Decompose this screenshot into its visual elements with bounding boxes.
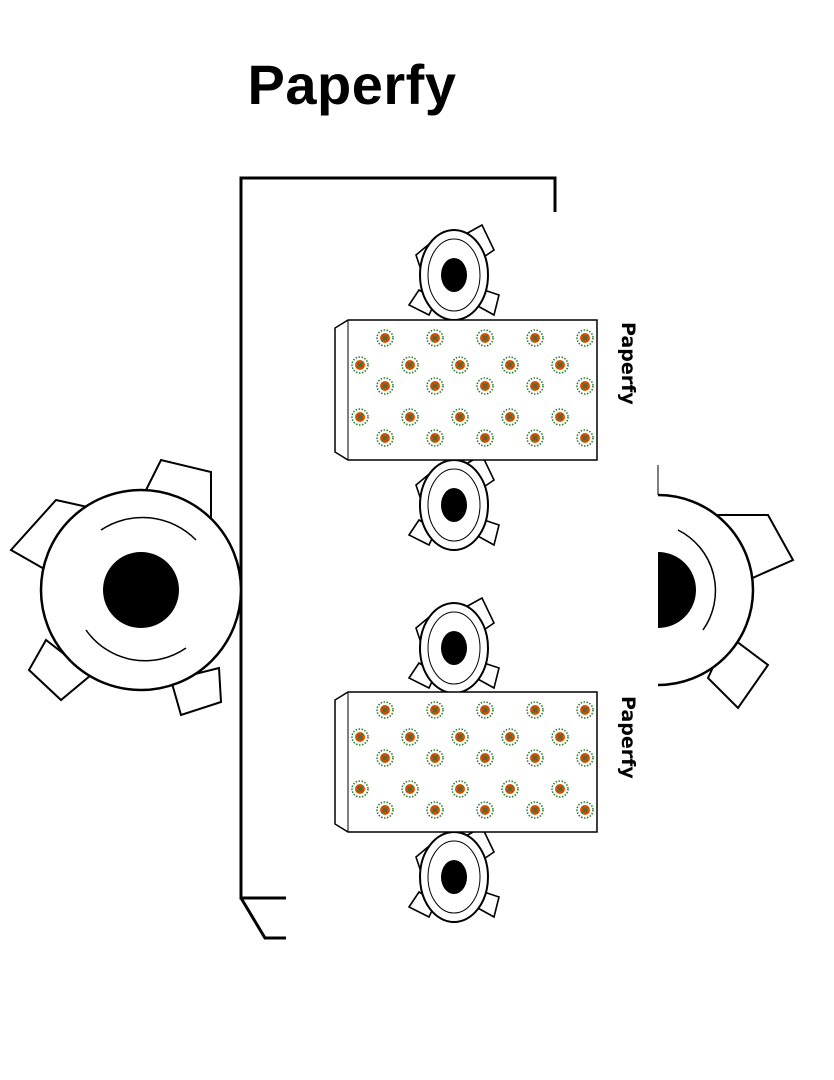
large-gear-right-icon [657,465,795,710]
large-gear-left-icon [9,458,243,717]
page-title: Paperfy [247,53,457,116]
small-gear-icon [407,825,500,923]
small-gear-icon [407,596,500,694]
panel-2-label: Paperfy [617,696,639,779]
small-gear-icon [407,453,500,551]
box-outline [239,176,557,940]
pattern-panel-1 [334,319,598,461]
small-gear-icon [407,223,500,321]
panel-1-label: Paperfy [617,322,639,405]
pattern-panel-2 [334,691,598,833]
